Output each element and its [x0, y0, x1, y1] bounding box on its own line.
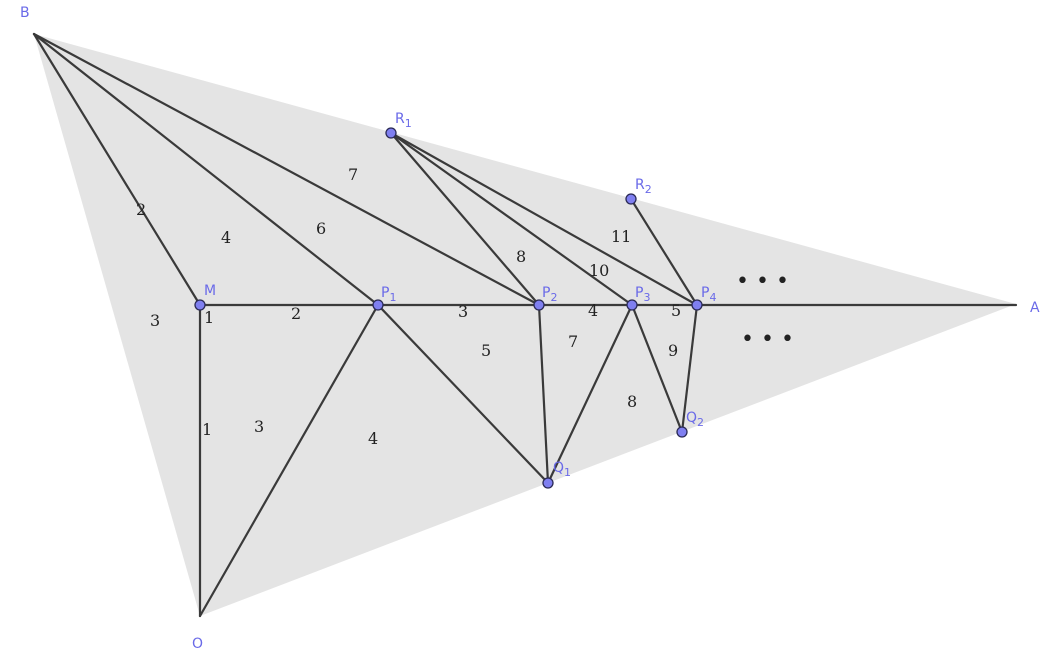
- num-mo: 1: [202, 420, 212, 439]
- num-tri-br1p2: 7: [348, 165, 358, 184]
- ellipsis-marks: • • • • • •: [736, 269, 794, 352]
- label-r2: R2: [635, 177, 652, 196]
- point-p1: [372, 299, 384, 311]
- label-p4: P4: [701, 285, 716, 304]
- label-a: A: [1030, 300, 1040, 316]
- segment-bp1: [32, 32, 380, 307]
- vertex-labels: B A O M P1 P2 P3 P4 Q1 Q2 R1 R2: [20, 5, 1040, 652]
- segments: [32, 32, 1018, 618]
- label-m: M: [204, 283, 216, 299]
- num-tri-p3q1q2: 8: [627, 392, 637, 411]
- ellipsis-upper: • • •: [736, 269, 789, 294]
- num-tri-p1p2q1: 5: [481, 341, 491, 360]
- num-p3q2: 9: [668, 341, 678, 360]
- num-r1p2: 8: [516, 247, 526, 266]
- num-tri-op1q1: 4: [368, 429, 378, 448]
- label-p2: P2: [542, 285, 557, 304]
- point-p2: [533, 299, 545, 311]
- points: [194, 127, 703, 489]
- label-p1: P1: [381, 285, 396, 304]
- point-q2: [676, 426, 688, 438]
- num-bm: 2: [136, 200, 146, 219]
- segment-bp2: [32, 32, 541, 307]
- segment-r2p4: [629, 197, 699, 307]
- segment-p1q1: [376, 303, 550, 485]
- point-q1: [542, 477, 554, 489]
- shaded-region-bao: [34, 34, 1016, 616]
- num-seg-p3p4: 5: [671, 301, 681, 320]
- numeric-labels: 2 3 1 2 3 4 5 1 3 4 5 4 6 7 8 10 11 7 8 …: [136, 165, 681, 448]
- label-p3: P3: [635, 285, 650, 304]
- segment-p2q1: [537, 303, 550, 485]
- segment-q1p3: [546, 303, 634, 485]
- point-r2: [625, 193, 637, 205]
- segment-r1p2: [389, 131, 541, 307]
- label-q2: Q2: [686, 410, 704, 429]
- point-p4: [691, 299, 703, 311]
- segment-p3q2: [630, 303, 684, 434]
- segment-r1p4: [389, 131, 699, 307]
- label-b: B: [20, 5, 30, 21]
- segment-q2p4: [680, 303, 699, 434]
- num-tri-bmp1: 4: [221, 228, 231, 247]
- label-r1: R1: [395, 111, 412, 130]
- point-p3: [626, 299, 638, 311]
- ellipsis-lower: • • •: [741, 327, 794, 352]
- point-r1: [385, 127, 397, 139]
- num-m-right: 1: [204, 308, 214, 327]
- num-r1p3: 10: [589, 261, 609, 280]
- num-tri-bp1p2: 6: [316, 219, 326, 238]
- segment-op1: [198, 303, 380, 618]
- segment-bm: [32, 32, 202, 307]
- num-seg-p1p2: 3: [458, 302, 468, 321]
- num-left-m: 3: [150, 311, 160, 330]
- point-m: [194, 299, 206, 311]
- num-tri-p2p3q1: 7: [568, 332, 578, 351]
- num-seg-mp1: 2: [291, 304, 301, 323]
- num-seg-p2p3: 4: [588, 301, 598, 320]
- label-o: O: [192, 636, 203, 652]
- label-q1: Q1: [553, 460, 571, 479]
- num-tri-mp1o: 3: [254, 417, 264, 436]
- segment-r1p3: [389, 131, 634, 307]
- num-r1p4: 11: [611, 227, 631, 246]
